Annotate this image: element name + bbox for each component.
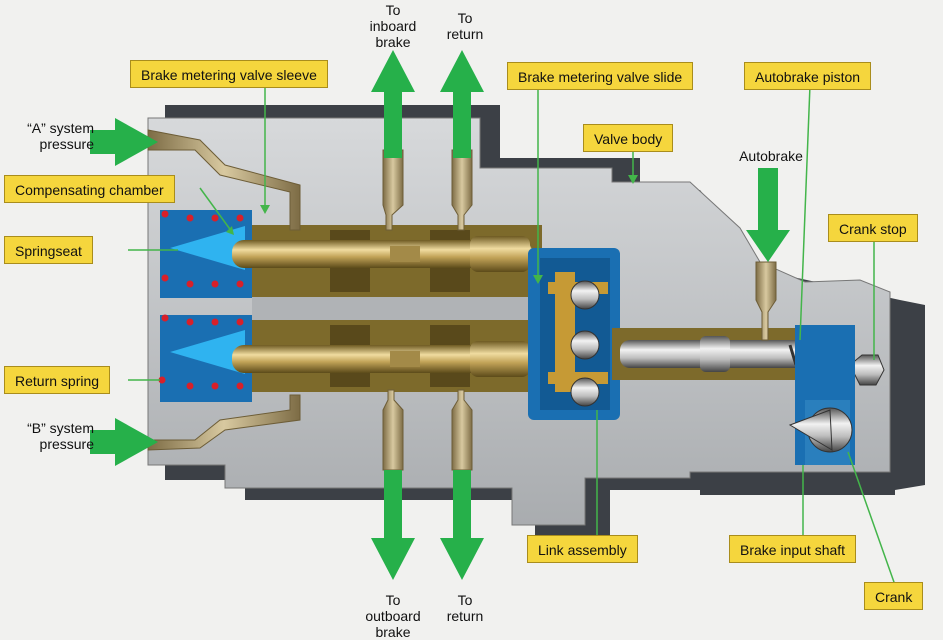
b-system-pressure-text: “B” system pressure (8, 420, 94, 452)
b-system-line1: “B” system (27, 420, 94, 436)
arrow-to-inboard (371, 50, 415, 158)
arrow-to-return-bottom (440, 470, 484, 580)
a-system-pressure-text: “A” system pressure (8, 120, 94, 152)
leader-lines (128, 84, 896, 586)
a-pressure-passage (147, 129, 301, 231)
to-return-bottom-line1: To (457, 592, 473, 608)
label-valve-body: Valve body (583, 124, 674, 152)
b-pressure-passage (147, 394, 301, 451)
label-link-assembly: Link assembly (527, 535, 638, 563)
arrow-autobrake (746, 168, 790, 262)
label-brake-metering-valve-slide: Brake metering valve slide (507, 62, 694, 90)
to-return-top-text: To return (440, 10, 490, 42)
crank-stop-bolt (849, 354, 885, 386)
spring-dots (158, 210, 244, 390)
arrow-b-system (90, 418, 158, 466)
label-crank-stop: Crank stop (828, 214, 918, 242)
label-brake-metering-valve-sleeve: Brake metering valve sleeve (130, 60, 328, 88)
to-return-bottom-text: To return (440, 592, 490, 624)
valve-slide-lower (232, 341, 532, 377)
arrow-a-system (90, 118, 158, 166)
to-return-bottom-line2: return (446, 608, 484, 624)
label-springseat: Springseat (4, 236, 93, 264)
ports (382, 149, 777, 471)
valve-slide-upper (232, 236, 532, 272)
to-outboard-line3: brake (375, 624, 411, 640)
flow-arrows (90, 50, 790, 580)
a-system-line1: “A” system (27, 120, 94, 136)
arrow-to-return-top (440, 50, 484, 158)
label-brake-input-shaft: Brake input shaft (729, 535, 857, 563)
label-return-spring: Return spring (4, 366, 111, 394)
to-inboard-brake-text: To inboard brake (363, 2, 423, 50)
a-system-line2: pressure (39, 136, 94, 152)
label-crank: Crank (864, 582, 924, 610)
label-compensating-chamber: Compensating chamber (4, 175, 175, 203)
to-inboard-line3: brake (375, 34, 411, 50)
to-outboard-line1: To (385, 592, 401, 608)
to-return-top-line2: return (446, 26, 484, 42)
label-autobrake-piston: Autobrake piston (744, 62, 872, 90)
to-outboard-brake-text: To outboard brake (360, 592, 426, 640)
b-system-line2: pressure (39, 436, 94, 452)
arrow-to-outboard (371, 470, 415, 580)
to-return-top-line1: To (457, 10, 473, 26)
to-inboard-line2: inboard (369, 18, 417, 34)
to-inboard-line1: To (385, 2, 401, 18)
link-assembly-shape (548, 272, 608, 407)
to-outboard-line2: outboard (365, 608, 421, 624)
autobrake-text: Autobrake (739, 148, 803, 164)
